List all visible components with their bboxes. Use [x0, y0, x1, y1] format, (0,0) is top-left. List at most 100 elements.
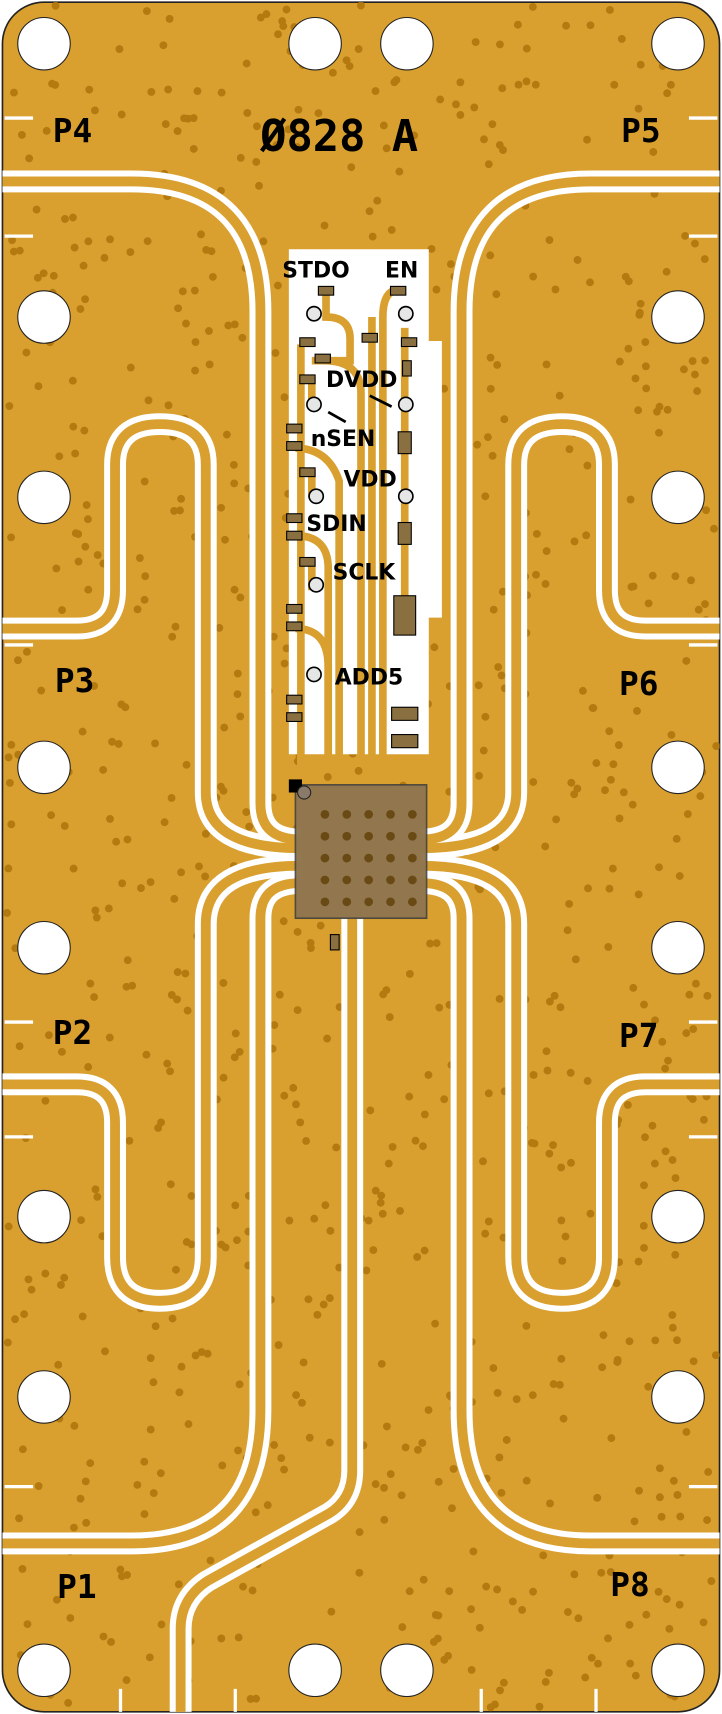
- via: [493, 361, 502, 369]
- via: [644, 1382, 653, 1391]
- via: [364, 1216, 373, 1225]
- via: [685, 990, 694, 999]
- via: [362, 1266, 371, 1275]
- via: [159, 41, 168, 50]
- via: [484, 1089, 493, 1098]
- edge-ticks: [4, 116, 718, 1712]
- via: [93, 1192, 102, 1201]
- via: [532, 529, 541, 538]
- via: [25, 154, 34, 163]
- via: [81, 1477, 90, 1486]
- via: [60, 822, 69, 830]
- via: [608, 864, 617, 873]
- via: [586, 21, 595, 30]
- via: [149, 1378, 158, 1387]
- via: [655, 1493, 664, 1502]
- via: [605, 6, 614, 14]
- via: [219, 978, 228, 987]
- via: [107, 1638, 115, 1646]
- chip-via: [364, 809, 374, 819]
- via: [293, 1006, 302, 1014]
- via: [355, 1568, 364, 1577]
- via: [8, 236, 17, 245]
- via: [587, 1653, 596, 1662]
- via: [512, 1395, 521, 1404]
- via: [610, 80, 619, 89]
- via: [58, 606, 66, 615]
- via: [122, 982, 131, 991]
- via: [605, 884, 614, 893]
- via: [528, 1391, 537, 1400]
- via: [431, 1611, 440, 1619]
- via: [193, 87, 202, 95]
- port-label-p6: P6: [619, 665, 658, 703]
- via: [18, 1445, 27, 1454]
- chip-via: [408, 897, 417, 907]
- via: [66, 1614, 75, 1622]
- via: [467, 1666, 476, 1674]
- via: [163, 1059, 172, 1068]
- via: [355, 1528, 364, 1537]
- via: [354, 766, 363, 775]
- via: [182, 1238, 191, 1246]
- via: [151, 739, 159, 748]
- via: [671, 572, 680, 581]
- via: [173, 127, 182, 135]
- via: [542, 1047, 551, 1056]
- via: [92, 913, 101, 922]
- via: [581, 1673, 590, 1682]
- via: [565, 899, 574, 908]
- via: [84, 515, 92, 524]
- via: [197, 1348, 206, 1357]
- via: [661, 1147, 670, 1156]
- via: [239, 1582, 247, 1591]
- chip-via: [386, 875, 395, 885]
- via: [84, 1063, 93, 1071]
- via: [488, 120, 497, 129]
- via: [246, 1694, 255, 1703]
- via: [419, 1575, 428, 1584]
- via: [522, 44, 531, 53]
- via: [170, 506, 179, 515]
- via: [529, 778, 538, 786]
- via: [18, 1565, 27, 1573]
- via: [34, 382, 43, 391]
- via: [420, 1246, 429, 1255]
- via: [448, 1504, 456, 1513]
- via: [555, 1380, 564, 1389]
- via: [256, 13, 265, 22]
- via: [452, 100, 460, 109]
- via: [280, 659, 289, 668]
- chip-via: [408, 853, 417, 863]
- via: [270, 1441, 279, 1449]
- via: [182, 319, 190, 328]
- via: [629, 983, 638, 992]
- via: [667, 730, 676, 739]
- via: [626, 1659, 635, 1668]
- signal-label-dvdd: DVDD: [326, 368, 397, 393]
- via: [605, 727, 614, 736]
- signal-label-add5: ADD5: [335, 665, 403, 690]
- via: [380, 1483, 388, 1492]
- via: [64, 1699, 73, 1707]
- via: [183, 1006, 192, 1015]
- via: [456, 111, 465, 119]
- via: [233, 690, 242, 699]
- via: [497, 671, 506, 680]
- chip-via: [320, 831, 330, 841]
- via: [245, 822, 254, 831]
- via: [144, 396, 153, 405]
- chip-via: [408, 875, 417, 885]
- via: [157, 1620, 166, 1629]
- via: [641, 1133, 649, 1142]
- via: [638, 1583, 647, 1592]
- via: [180, 114, 189, 123]
- via: [484, 160, 493, 169]
- via: [545, 1149, 554, 1158]
- via: [70, 1421, 79, 1430]
- via: [390, 78, 399, 87]
- via: [700, 255, 709, 264]
- via: [489, 605, 498, 614]
- via: [551, 285, 560, 294]
- via: [292, 1391, 301, 1399]
